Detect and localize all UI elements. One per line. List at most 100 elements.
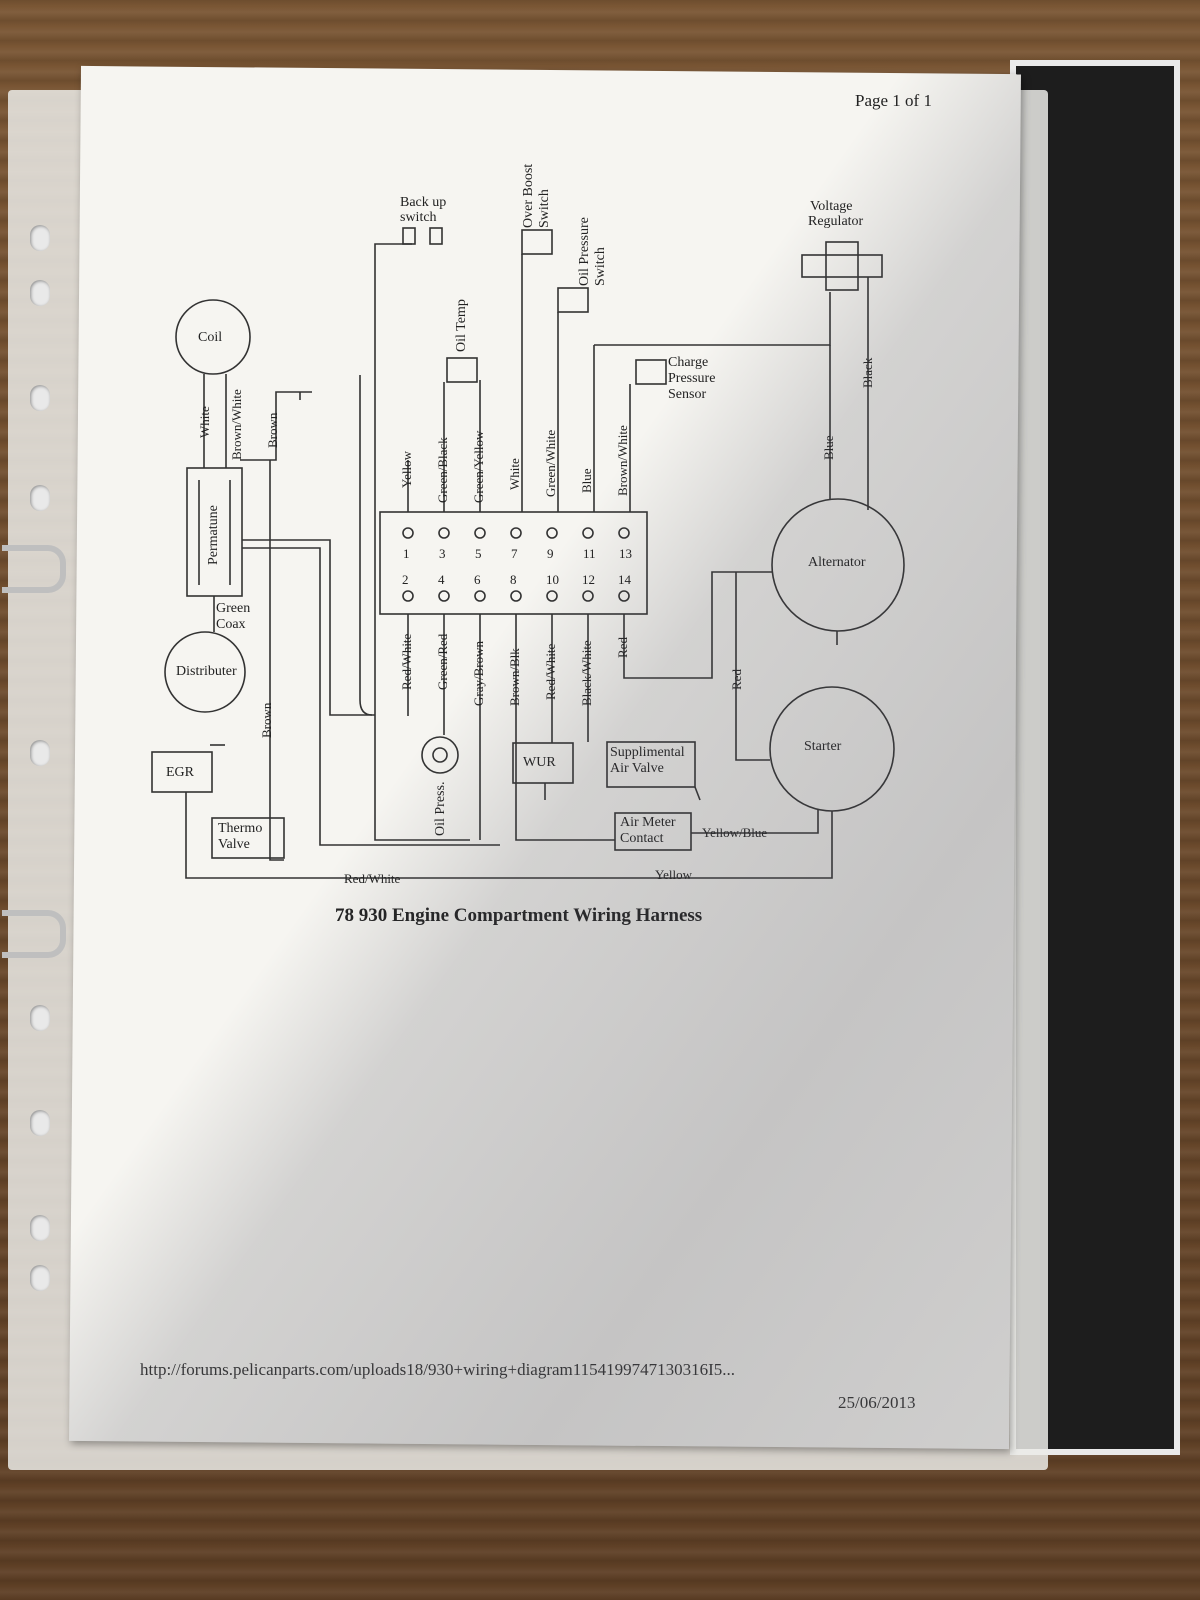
permatune-label: Permatune bbox=[206, 505, 221, 565]
wire-label-1: Yellow bbox=[399, 451, 414, 488]
thermo-valve-label-1: Thermo bbox=[218, 821, 263, 836]
wire-label-13: Brown/White bbox=[615, 425, 630, 496]
terminal-circle bbox=[402, 590, 414, 602]
wire-label-7: White bbox=[507, 458, 522, 490]
punch-hole bbox=[30, 385, 50, 411]
terminal-number-bottom: 14 bbox=[618, 572, 631, 587]
terminal-circle bbox=[510, 527, 522, 539]
terminal-number-top: 13 bbox=[619, 546, 632, 561]
print-date: 25/06/2013 bbox=[838, 1393, 916, 1412]
ground-brown-wire-label: Brown bbox=[265, 412, 280, 448]
terminal-circle bbox=[546, 590, 558, 602]
coil-label: Coil bbox=[198, 330, 223, 345]
terminal-circle bbox=[474, 590, 486, 602]
coil-white-wire-label: White bbox=[197, 406, 212, 438]
wire-label-11: Blue bbox=[579, 468, 594, 493]
punch-hole bbox=[30, 740, 50, 766]
charge-pressure-label-3: Sensor bbox=[668, 387, 707, 402]
charge-pressure-label-2: Pressure bbox=[668, 371, 716, 386]
egr-label: EGR bbox=[166, 765, 194, 780]
air-meter-contact-label-1: Air Meter bbox=[620, 815, 676, 830]
terminal-circle bbox=[618, 590, 630, 602]
wire-label-6: Gray/Brown bbox=[471, 641, 486, 706]
terminal-circle bbox=[474, 527, 486, 539]
alternator-circle bbox=[771, 498, 905, 632]
wire-label-14: Red bbox=[615, 637, 630, 658]
terminal-number-bottom: 2 bbox=[402, 572, 409, 587]
terminal-number-top: 11 bbox=[583, 546, 596, 561]
regulator-black-wire-label: Black bbox=[860, 357, 875, 388]
supplimental-air-valve-label-1: Supplimental bbox=[610, 745, 685, 760]
wire-label-8: Brown/Blk bbox=[507, 648, 522, 706]
diagram-title: 78 930 Engine Compartment Wiring Harness bbox=[335, 905, 703, 926]
page-number: Page 1 of 1 bbox=[855, 91, 932, 110]
thermo-valve-label-2: Valve bbox=[218, 837, 250, 852]
terminal-number-bottom: 8 bbox=[510, 572, 517, 587]
terminal-number-top: 7 bbox=[511, 546, 518, 561]
coil-brown-white-wire-label: Brown/White bbox=[229, 389, 244, 460]
egr-box bbox=[151, 751, 213, 793]
green-coax-label-1: Green bbox=[216, 601, 251, 616]
starter-label: Starter bbox=[804, 739, 842, 754]
oil-press-label: Oil Press. bbox=[433, 781, 448, 836]
terminal-number-bottom: 6 bbox=[474, 572, 481, 587]
over-boost-box bbox=[521, 229, 553, 255]
supplimental-air-valve-box bbox=[606, 741, 696, 788]
wire-label-4: Green/Red bbox=[435, 633, 450, 690]
supplimental-air-valve-label-2: Air Valve bbox=[610, 761, 664, 776]
wire-label-5: Green/Yellow bbox=[471, 430, 486, 503]
back-up-switch-label-2: switch bbox=[400, 210, 437, 225]
oil-temp-label: Oil Temp bbox=[454, 299, 469, 352]
source-url: http://forums.pelicanparts.com/uploads18… bbox=[140, 1360, 736, 1379]
back-up-switch-label-1: Back up bbox=[400, 195, 447, 210]
terminal-number-bottom: 4 bbox=[438, 572, 445, 587]
terminal-circle bbox=[438, 527, 450, 539]
punch-hole bbox=[30, 1215, 50, 1241]
punch-hole bbox=[30, 225, 50, 251]
binder-ring bbox=[2, 545, 66, 593]
terminal-circle bbox=[582, 590, 594, 602]
wire-label-3: Green/Black bbox=[435, 437, 450, 503]
wire-label-12: Black/White bbox=[579, 640, 594, 706]
binder-ring bbox=[2, 910, 66, 958]
terminal-circle bbox=[546, 527, 558, 539]
oil-pressure-switch-box bbox=[557, 287, 589, 313]
punch-hole bbox=[30, 280, 50, 306]
distributer-brown-wire-label: Brown bbox=[259, 702, 274, 738]
bottom-red-white-wire-label: Red/White bbox=[344, 871, 401, 886]
bottom-yellow-wire-label: Yellow bbox=[655, 867, 692, 882]
oil-temp-box bbox=[446, 357, 478, 383]
terminal-circle bbox=[582, 527, 594, 539]
coil-circle bbox=[175, 299, 251, 375]
terminal-number-top: 3 bbox=[439, 546, 446, 561]
thermo-valve-box bbox=[211, 817, 285, 859]
terminal-number-bottom: 10 bbox=[546, 572, 559, 587]
voltage-regulator-box bbox=[801, 254, 883, 278]
oil-pressure-label-1: Oil Pressure bbox=[577, 217, 592, 286]
alternator-label: Alternator bbox=[808, 555, 866, 570]
wire-label-9: Green/White bbox=[543, 429, 558, 497]
connector-block bbox=[379, 511, 648, 615]
distributer-circle bbox=[164, 631, 246, 713]
regulator-blue-wire-label: Blue bbox=[821, 435, 836, 460]
wur-box bbox=[512, 742, 574, 784]
wire-label-2: Red/White bbox=[399, 633, 414, 690]
green-coax-label-2: Coax bbox=[216, 617, 246, 632]
punch-hole bbox=[30, 1110, 50, 1136]
wur-label: WUR bbox=[523, 755, 556, 770]
punch-hole bbox=[30, 1265, 50, 1291]
wire-label-10: Red/White bbox=[543, 643, 558, 700]
distributer-label: Distributer bbox=[176, 664, 237, 679]
terminal-circle bbox=[402, 527, 414, 539]
terminal-number-top: 1 bbox=[403, 546, 410, 561]
terminal-circle bbox=[618, 527, 630, 539]
voltage-regulator-label-1: Voltage bbox=[810, 199, 853, 214]
air-meter-yellow-blue-wire-label: Yellow/Blue bbox=[702, 825, 768, 840]
punch-hole bbox=[30, 1005, 50, 1031]
voltage-regulator-label-2: Regulator bbox=[808, 214, 864, 229]
charge-pressure-box bbox=[635, 359, 667, 385]
alternator-red-wire-label: Red bbox=[729, 669, 744, 690]
punch-hole bbox=[30, 485, 50, 511]
